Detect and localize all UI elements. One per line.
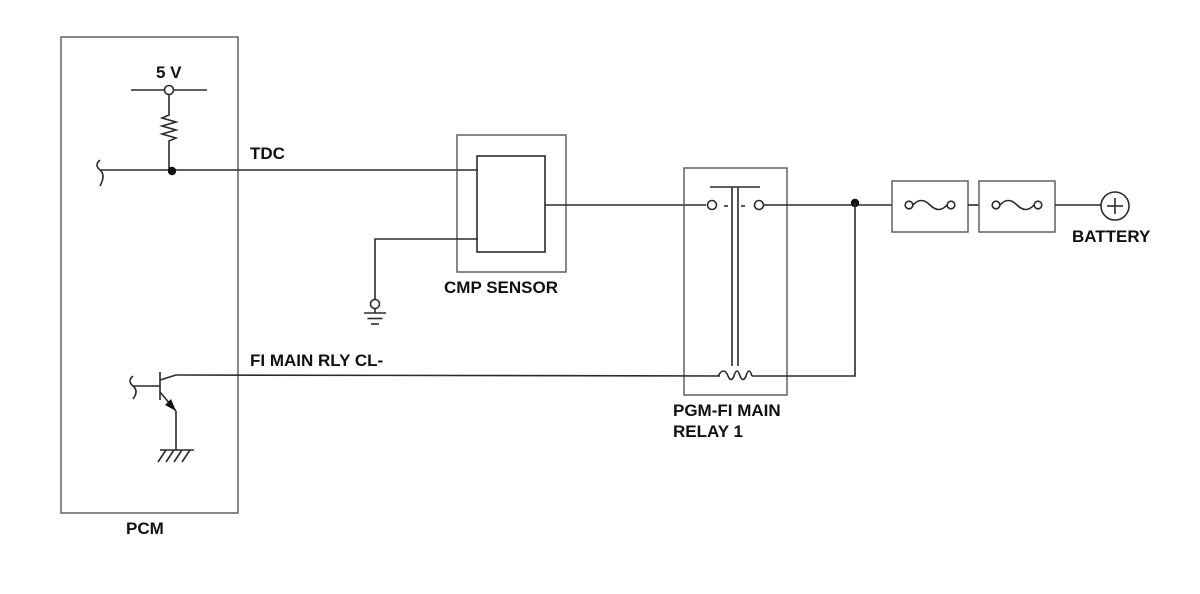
fuse-box xyxy=(891,180,969,233)
fi-main-rly-circuit: FI MAIN RLY CL- xyxy=(129,351,721,463)
fi-main-rly-label: FI MAIN RLY CL- xyxy=(250,351,383,370)
pcm-label: PCM xyxy=(126,519,164,538)
npn-transistor-icon xyxy=(159,372,177,412)
relay-contact-right xyxy=(753,199,765,211)
supply-terminal xyxy=(163,84,175,96)
resistor-icon xyxy=(159,95,179,171)
relay-label-line2: RELAY 1 xyxy=(673,422,743,441)
relay-label-line1: PGM-FI MAIN xyxy=(673,401,781,420)
fuse-icon xyxy=(904,199,956,211)
relay-coil-icon xyxy=(717,370,753,381)
cmp-sensor-label: CMP SENSOR xyxy=(444,278,558,297)
battery-plus-icon xyxy=(1100,191,1130,221)
relay-contact-left xyxy=(706,199,718,211)
pgm-fi-main-relay: PGM-FI MAIN RELAY 1 xyxy=(673,167,788,441)
ground-icon xyxy=(364,298,386,325)
battery: BATTERY xyxy=(1072,191,1151,246)
battery-label: BATTERY xyxy=(1072,227,1151,246)
fuse-1 xyxy=(891,180,969,233)
cmp-sensor-outer xyxy=(456,134,567,273)
junction-dot xyxy=(167,166,177,176)
fuse-icon xyxy=(991,199,1043,211)
supply-label: 5 V xyxy=(156,63,182,82)
break-mark-icon xyxy=(96,159,104,187)
pcm-box xyxy=(60,36,239,514)
fuse-box xyxy=(978,180,1056,233)
fuse-2 xyxy=(978,180,1056,233)
chassis-ground-icon xyxy=(157,449,194,463)
tdc-circuit: TDC xyxy=(96,144,478,187)
supply-5v: 5 V xyxy=(131,63,207,171)
tdc-label: TDC xyxy=(250,144,285,163)
break-mark-icon xyxy=(129,375,137,400)
cmp-sensor-inner xyxy=(476,155,546,253)
cmp-sensor: CMP SENSOR xyxy=(364,134,706,325)
relay-box xyxy=(683,167,788,396)
